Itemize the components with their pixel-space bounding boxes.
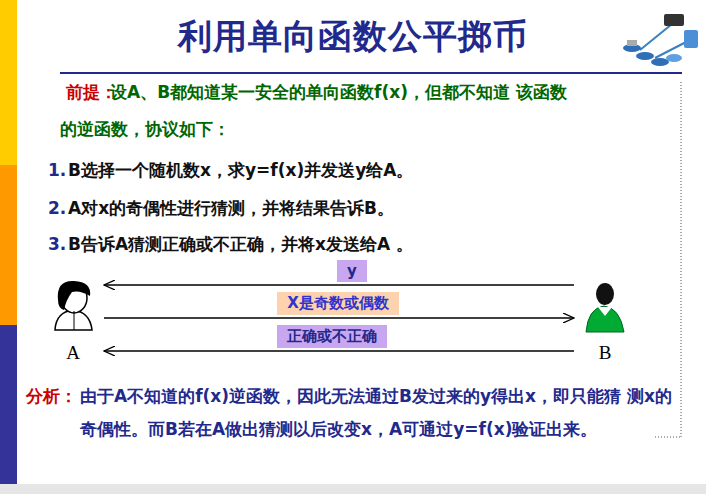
message-label: 正确或不正确 <box>277 325 387 348</box>
premise-text: 设A、B都知道某一安全的单向函数f(x)，但都不知道 该函数的逆函数，协议如下： <box>60 74 582 148</box>
step-number: 1. <box>48 158 66 182</box>
side-bar-orange <box>0 165 17 325</box>
message-arrow <box>104 350 574 351</box>
title-rule <box>60 72 682 74</box>
network-icon <box>623 14 698 66</box>
person-node: B <box>574 274 636 364</box>
dotted-frame <box>655 437 681 438</box>
bottom-band <box>0 484 706 494</box>
analysis-heading: 分析： <box>26 380 77 413</box>
message-label: X是奇数或偶数 <box>277 292 399 315</box>
step-number: 3. <box>48 232 66 256</box>
step-text: B选择一个随机数x，求y=f(x)并发送y给A。 <box>68 158 413 182</box>
person-a-icon <box>55 281 92 330</box>
person-b-icon <box>586 283 624 332</box>
side-bar-yellow <box>0 0 17 165</box>
analysis-text: 由于A不知道的f(x)逆函数，因此无法通过B发过来的y得出x，即只能猜 测x的奇… <box>80 380 680 446</box>
step-text: A对x的奇偶性进行猜测，并将结果告诉B。 <box>68 196 394 220</box>
dotted-frame <box>681 82 682 437</box>
person-label: B <box>574 342 636 364</box>
premise-heading: 前提： <box>66 74 117 111</box>
step-text: B告诉A猜测正确或不正确，并将x发送给A 。 <box>68 232 413 256</box>
person-label: A <box>42 342 104 364</box>
message-label: y <box>337 260 367 282</box>
message-arrow <box>104 317 574 318</box>
side-bar-blue <box>0 325 17 485</box>
slide-title: 利用单向函数公平掷币 <box>0 14 706 60</box>
step-number: 2. <box>48 196 66 220</box>
person-node: A <box>42 274 104 364</box>
message-arrow <box>104 284 574 285</box>
